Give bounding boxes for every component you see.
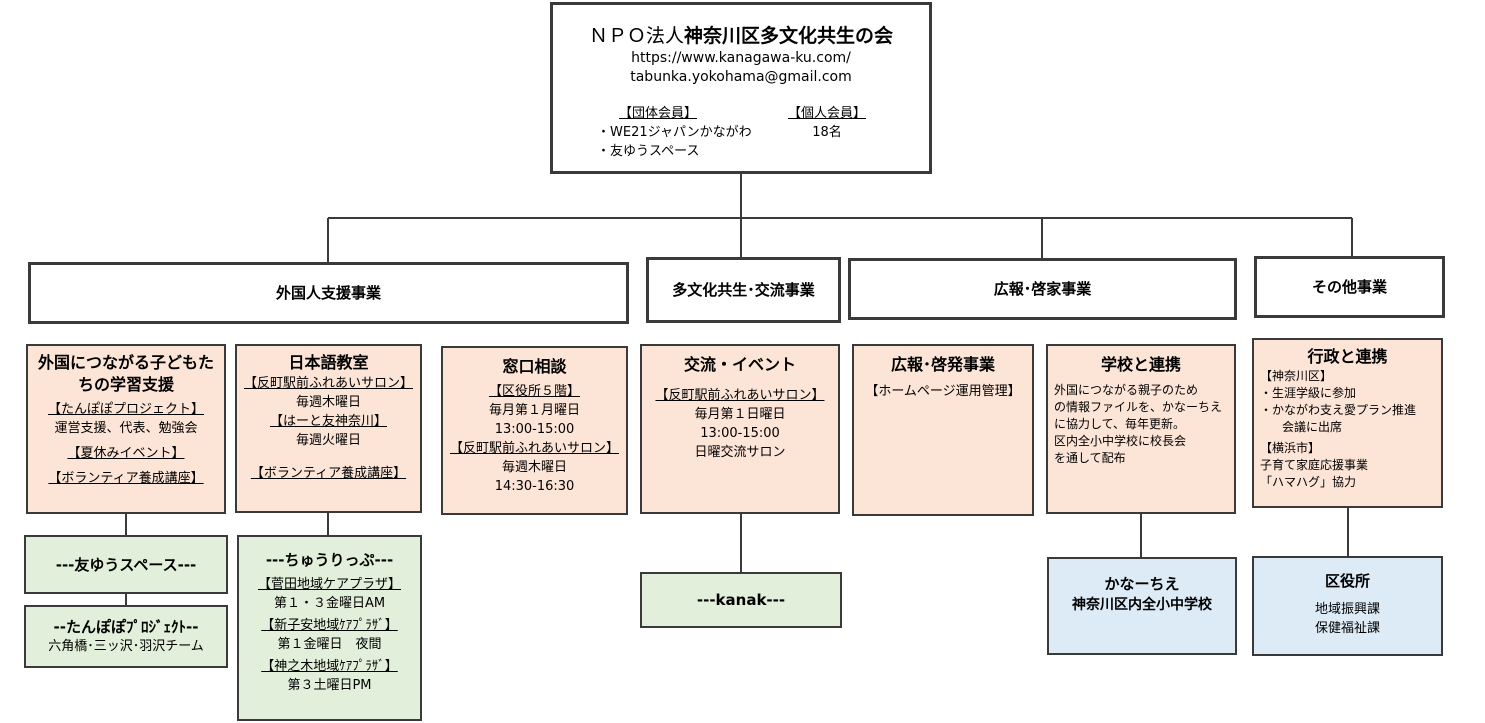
box-title: 学校と連携 [1100,355,1181,374]
schedule-text: 第１・３金曜日AM [273,596,386,611]
time-text: 13:00-15:00 [494,422,575,437]
school-box: 学校と連携 外国につながる親子のため の情報ファイルを、かなーちえ に協力して、… [1046,344,1236,514]
schedule-text: 毎月第１日曜日 [694,407,786,422]
category-other: その他事業 [1254,256,1445,318]
churippu-box: ---ちゅうりっぷ--- 【菅田地域ケアプラザ】 第１・３金曜日AM 【新子安地… [237,535,422,721]
project-tag: 【夏休みイベント】 [67,446,185,461]
admin-box: 行政と連携 【神奈川区】 ・生涯学級に参加 ・かながわ支え愛プラン推進 会議に出… [1252,338,1443,508]
box-title: 日本語教室 [288,353,369,372]
org-type-label: ＮＰＯ法人 [588,25,684,47]
time-text: 13:00-15:00 [700,426,780,441]
box-text: 六角橋･三ッ沢･羽沢チーム [48,639,204,654]
kanachie-box: かなーちえ 神奈川区内全小中学校 [1047,557,1237,655]
time-text: 14:30-16:30 [494,479,575,494]
box-title: 外国につながる子どもたちの学習支援 [38,353,215,394]
japanese-class-box: 日本語教室 【反町駅前ふれあいサロン】 毎週木曜日 【はーと友神奈川】 毎週火曜… [235,344,422,513]
group-members-label: 【団体会員】 [619,106,698,121]
org-tag: 【横浜市】 [1260,441,1321,455]
box-title: ---友ゆうスペース--- [55,555,197,574]
school-description: 外国につながる親子のため の情報ファイルを、かなーちえ に協力して、毎年更新。 … [1048,382,1234,467]
consultation-box: 窓口相談 【区役所５階】 毎月第１月曜日 13:00-15:00 【反町駅前ふれ… [441,346,628,515]
box-title: ---kanak--- [696,591,786,609]
venue-tag: 【反町駅前ふれあいサロン】 [449,441,619,456]
venue-tag: 【反町駅前ふれあいサロン】 [243,376,413,391]
description-line: 区内全小中学校に校長会 [1054,434,1187,448]
description-line: に協力して、毎年更新。 [1054,417,1186,431]
pr-box: 広報･啓発事業 【ホームページ運用管理】 [852,344,1034,516]
schedule-text: 毎週木曜日 [295,395,361,410]
box-title: 交流・イベント [683,355,796,374]
box-title: 区役所 [1324,572,1370,590]
ward-office-box: 区役所 地域振興課 保健福祉課 [1252,556,1443,656]
activity-tag: 【ホームページ運用管理】 [865,384,1021,399]
box-title: --たんぽぽﾌﾟﾛｼﾞｪｸﾄ-- [53,618,199,636]
category-pr: 広報･啓家事業 [848,258,1237,320]
box-title: かなーちえ [1104,575,1180,593]
box-title: 窓口相談 [502,357,567,376]
schedule-text: 毎週火曜日 [295,433,361,448]
activity-item: ・かながわ支え愛プラン推進 [1260,403,1417,417]
org-name-label: 神奈川区多文化共生の会 [684,25,894,47]
description-line: を通して配布 [1054,451,1126,465]
project-tag: 【ボランティア養成講座】 [48,471,204,486]
venue-tag: 【区役所５階】 [488,384,580,399]
category-label: 広報･啓家事業 [993,280,1092,298]
individual-members-label: 【個人会員】 [787,106,866,121]
venue-tag: 【はーと友神奈川】 [269,414,387,429]
department-label: 保健福祉課 [1314,621,1380,636]
activity-item: 会議に出席 [1282,420,1343,434]
schedule-text: 第３土曜日PM [287,678,372,693]
individual-members: 【個人会員】 18名 [779,104,875,142]
project-tag: 【たんぽぽプロジェクト】 [47,402,204,417]
box-subtitle: 神奈川区内全小中学校 [1072,597,1212,613]
kanak-box: ---kanak--- [640,572,842,628]
individual-members-count: 18名 [812,125,842,140]
venue-tag: 【新子安地域ｹｱﾌﾟﾗｻﾞ】 [261,618,398,633]
category-foreign-support: 外国人支援事業 [28,262,629,324]
event-text: 日曜交流サロン [694,445,786,460]
project-tag: 【ボランティア養成講座】 [250,466,407,481]
activity-item: 「ハマハグ」協力 [1260,475,1357,489]
exchange-event-box: 交流・イベント 【反町駅前ふれあいサロン】 毎月第１日曜日 13:00-15:0… [640,344,840,514]
category-label: その他事業 [1311,278,1387,296]
box-title: ---ちゅうりっぷ--- [265,551,394,569]
group-member-item: ・友ゆうスペース [597,144,700,159]
box-text: 運営支援、代表、勉強会 [54,421,198,436]
schedule-text: 毎週木曜日 [501,460,567,475]
group-members: 【団体会員】 ・WE21ジャパンかながわ ・友ゆうスペース [597,104,752,161]
venue-tag: 【神之木地域ｹｱﾌﾟﾗｻﾞ】 [261,659,398,674]
venue-tag: 【菅田地域ケアプラザ】 [257,577,401,592]
department-label: 地域振興課 [1314,602,1380,617]
organization-name: ＮＰＯ法人神奈川区多文化共生の会 [553,23,929,49]
description-line: 外国につながる親子のため [1054,383,1199,397]
description-line: の情報ファイルを、かなーちえ [1054,400,1223,414]
category-label: 外国人支援事業 [275,284,381,302]
email-link[interactable]: tabunka.yokohama@gmail.com [630,69,852,85]
admin-details: 【神奈川区】 ・生涯学級に参加 ・かながわ支え愛プラン推進 会議に出席 【横浜市… [1254,368,1441,491]
schedule-text: 毎月第１月曜日 [488,403,580,418]
group-member-item: ・WE21ジャパンかながわ [597,125,752,140]
category-multicultural: 多文化共生･交流事業 [646,257,841,323]
schedule-text: 第１金曜日 夜間 [277,637,382,652]
category-label: 多文化共生･交流事業 [672,281,815,299]
box-title: 行政と連携 [1307,347,1388,366]
organization-box: ＮＰＯ法人神奈川区多文化共生の会 https://www.kanagawa-ku… [550,2,932,174]
website-link[interactable]: https://www.kanagawa-ku.com/ [631,50,851,66]
box-title: 広報･啓発事業 [890,355,995,374]
venue-tag: 【反町駅前ふれあいサロン】 [655,388,825,403]
yuu-space-box: ---友ゆうスペース--- [24,535,228,594]
children-support-box: 外国につながる子どもたちの学習支援 【たんぽぽプロジェクト】 運営支援、代表、勉… [26,344,226,514]
tanpopo-box: --たんぽぽﾌﾟﾛｼﾞｪｸﾄ-- 六角橋･三ッ沢･羽沢チーム [24,605,228,668]
activity-item: ・生涯学級に参加 [1260,386,1357,400]
activity-item: 子育て家庭応援事業 [1260,458,1369,472]
org-tag: 【神奈川区】 [1260,369,1333,383]
